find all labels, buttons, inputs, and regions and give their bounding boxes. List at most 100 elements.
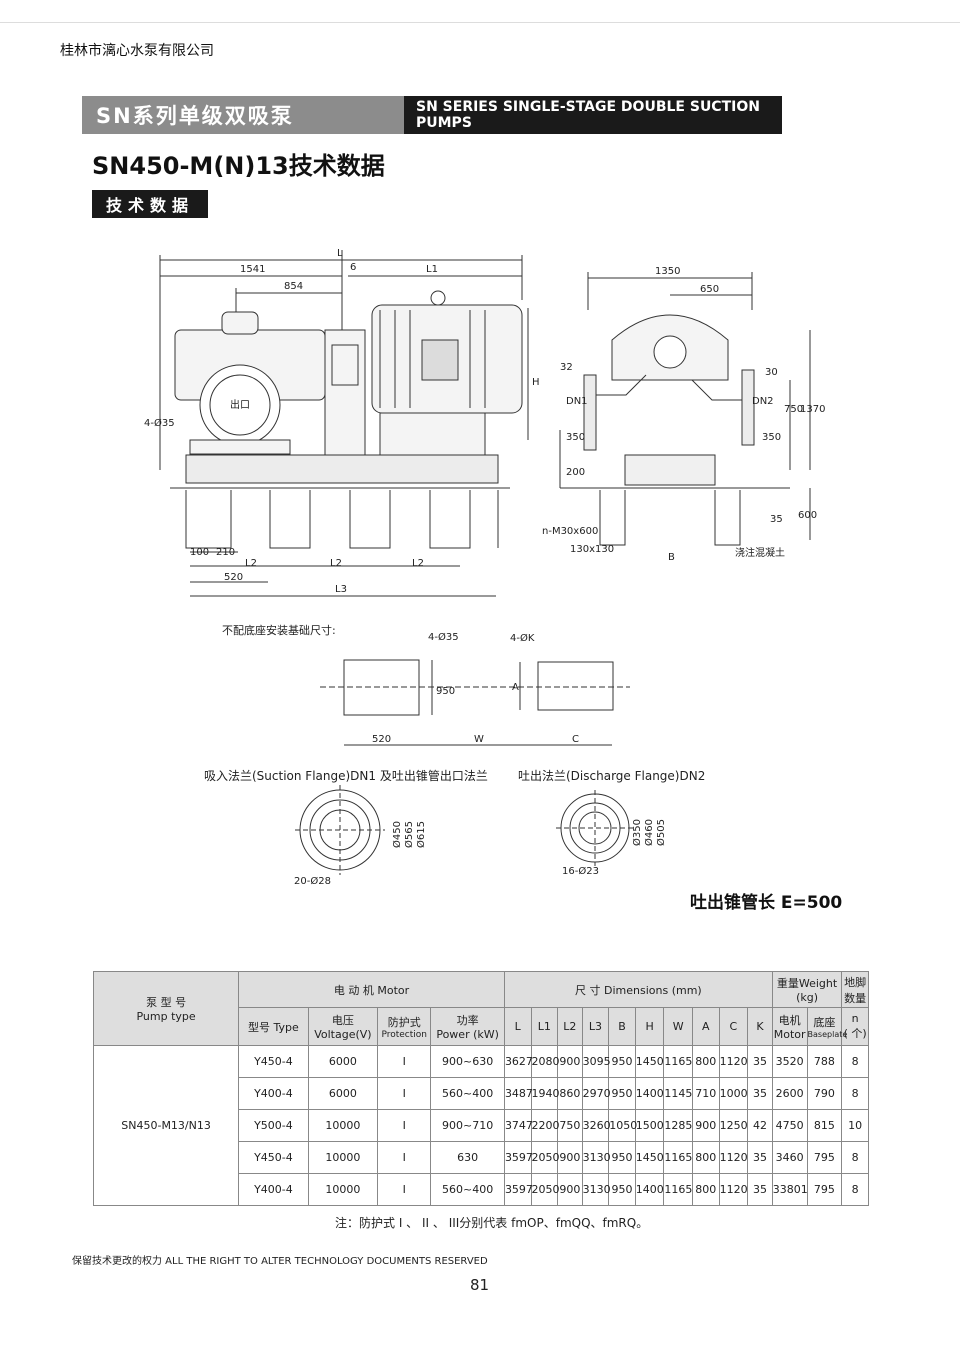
table-row: Y400-4 6000 I 560~400 3487 1940 860 2970… — [94, 1077, 869, 1110]
banner-cn: SN系列单级双吸泵 — [82, 96, 404, 134]
dim-350-left: 350 — [566, 432, 585, 443]
protection-note: 注：防护式 I 、 II 、 III分别代表 fmOP、fmQQ、fmRQ。 — [335, 1216, 649, 1230]
table-cell: 815 — [806, 1109, 843, 1142]
table-cell: 10000 — [307, 1109, 379, 1142]
suction-flange-label: 吸入法兰(Suction Flange)DN1 及吐出锥管出口法兰 — [204, 769, 488, 783]
table-cell: 900 — [557, 1045, 583, 1078]
table-cell: 6000 — [307, 1045, 379, 1078]
table-row: SN450-M13/N13 Y450-4 6000 I 900~630 3627… — [92, 1045, 869, 1206]
th-dim-A: A — [692, 1007, 720, 1046]
table-cell: 950 — [608, 1141, 636, 1174]
dim-200: 200 — [566, 467, 585, 478]
base-520: 520 — [372, 734, 391, 745]
table-cell: Y450-4 — [238, 1141, 309, 1174]
discharge-holes: 16-Ø23 — [562, 865, 599, 877]
front-dimensions: L 1541 6 L1 854 H 4-Ø35 — [144, 248, 540, 470]
dim-6: 6 — [350, 262, 356, 273]
th-dim-C: C — [718, 1007, 749, 1046]
suction-holes: 20-Ø28 — [294, 875, 331, 887]
table-cell: 35 — [747, 1173, 773, 1206]
table-cell: 950 — [608, 1173, 636, 1206]
table-cell: 3260 — [581, 1109, 611, 1142]
base-W: W — [474, 734, 484, 745]
dim-L1: L1 — [426, 264, 438, 275]
dim-650: 650 — [700, 284, 719, 295]
top-rule — [0, 22, 960, 23]
dim-35: 35 — [770, 514, 783, 525]
table-cell: 2970 — [581, 1077, 611, 1110]
page-title: SN450-M(N)13技术数据 — [92, 152, 385, 180]
table-cell: Y400-4 — [238, 1077, 309, 1110]
suction-d565: Ø565 — [403, 821, 415, 848]
dim-1541: 1541 — [240, 264, 265, 275]
dim-750: 750 — [784, 404, 803, 415]
table-cell: 1165 — [663, 1045, 693, 1078]
table-cell: 900 — [557, 1141, 583, 1174]
table-cell: 795 — [806, 1173, 843, 1206]
table-cell: 3130 — [581, 1141, 611, 1174]
discharge-d460: Ø460 — [643, 819, 655, 846]
table-cell: 795 — [806, 1141, 843, 1174]
th-power: 功率 Power (kW) — [430, 1007, 505, 1046]
baseplate: 100 210 L2 L2 L2 520 L3 — [170, 430, 561, 597]
th-n-label: n — [851, 1012, 859, 1025]
table-cell: 6000 — [307, 1077, 379, 1110]
suction-d615: Ø615 — [415, 821, 427, 848]
th-dim-L: L — [503, 1007, 532, 1046]
technical-drawing: L 1541 6 L1 854 H 4-Ø35 出口 — [144, 248, 825, 887]
dim-30: 30 — [765, 367, 778, 378]
table-cell: 1400 — [634, 1077, 665, 1110]
table-cell: 2050 — [530, 1141, 560, 1174]
cone-length-note: 吐出锥管长 E=500 — [690, 893, 843, 913]
dim-210: 210 — [216, 547, 235, 558]
series-banner: SN系列单级双吸泵 SN SERIES SINGLE-STAGE DOUBLE … — [82, 96, 782, 134]
table-cell: 790 — [806, 1077, 843, 1110]
table-cell: I — [377, 1141, 432, 1174]
dim-H: H — [532, 377, 540, 388]
table-cell: I — [377, 1109, 432, 1142]
th-weight-base-en: Baseplate — [807, 1030, 848, 1039]
th-power-cn: 功率 — [456, 1014, 479, 1027]
dim-854: 854 — [284, 281, 303, 292]
th-pump-type: 泵 型 号 Pump type — [92, 971, 240, 1046]
dim-350-right: 350 — [762, 432, 781, 443]
company-name: 桂林市漓心水泵有限公司 — [60, 43, 214, 59]
th-dimensions: 尺 寸 Dimensions (mm) — [503, 971, 773, 1008]
table-cell: 3597 — [503, 1141, 533, 1174]
table-cell: 8 — [841, 1077, 869, 1110]
th-protection-cn: 防护式 — [387, 1015, 421, 1029]
table-cell: Y400-4 — [238, 1173, 309, 1206]
dim-1350: 1350 — [655, 266, 680, 277]
th-weight-unit: (kg) — [796, 991, 818, 1004]
th-weight-base: 底座 Baseplate — [806, 1007, 848, 1046]
th-dim-L3: L3 — [581, 1007, 610, 1046]
table-cell: 3487 — [503, 1077, 533, 1110]
table-cell: 3520 — [771, 1045, 808, 1078]
base-4-0K: 4-ØK — [510, 632, 535, 644]
th-weight: 重量Weight (kg) — [771, 971, 843, 1008]
table-cell: 3627 — [503, 1045, 533, 1078]
th-power-en: Power (kW) — [436, 1028, 499, 1041]
dim-L3: L3 — [335, 584, 347, 595]
th-weight-motor-en: Motor — [773, 1028, 806, 1041]
table-cell: 10000 — [307, 1173, 379, 1206]
table-cell: 788 — [806, 1045, 843, 1078]
th-protection-en: Protection — [381, 1029, 427, 1040]
table-cell: 3130 — [581, 1173, 611, 1206]
table-cell: 750 — [557, 1109, 583, 1142]
dim-1370: 1370 — [800, 404, 825, 415]
table-cell: 8 — [841, 1173, 869, 1206]
table-cell: 1120 — [718, 1173, 749, 1206]
th-pump-cn: 泵 型 号 — [146, 996, 187, 1009]
table-cell: Y450-4 — [238, 1045, 309, 1078]
discharge-flange-drawing: Ø350 Ø460 Ø505 16-Ø23 — [556, 790, 667, 877]
table-cell: 10 — [841, 1109, 869, 1142]
table-cell: 860 — [557, 1077, 583, 1110]
table-cell: Y500-4 — [238, 1109, 309, 1142]
dim-B: B — [668, 552, 675, 563]
th-n: n ( 个) — [841, 1007, 869, 1046]
th-voltage-en: Voltage(V) — [314, 1028, 372, 1041]
base-950: 950 — [436, 686, 455, 697]
table-cell: 3747 — [503, 1109, 533, 1142]
foundation-plan: 不配底座安装基础尺寸: 4-Ø35 4-ØK 950 A 520 W C — [222, 623, 630, 746]
